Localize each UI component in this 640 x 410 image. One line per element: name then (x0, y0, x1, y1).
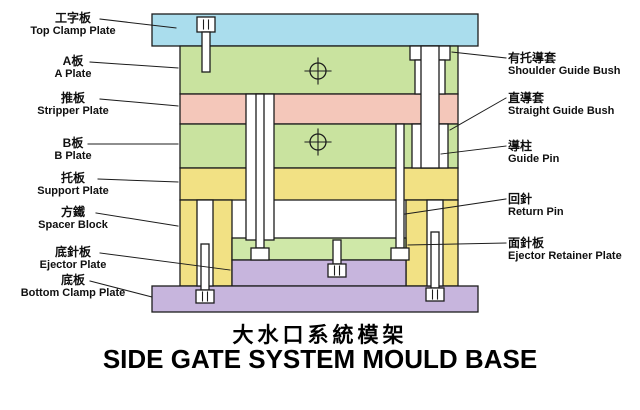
leader-return-pin (404, 198, 507, 215)
label-ejector-plate-zh: 底針板 (54, 245, 91, 259)
label-support-plate-zh: 托板 (60, 171, 85, 185)
label-spacer-block-en: Spacer Block (38, 219, 108, 232)
leader-lines (87, 18, 507, 298)
ejector-pin-shank (255, 93, 265, 249)
label-straight-guide-bush: 直導套 Straight Guide Bush (508, 91, 638, 118)
ejector-plate-shape (231, 259, 407, 287)
label-return-pin: 回針 Return Pin (508, 192, 638, 219)
label-shoulder-guide-bush-zh: 有托導套 (508, 51, 557, 65)
label-ejector-retainer-plate-zh: 面針板 (508, 236, 545, 250)
label-a-plate: A板 A Plate (6, 54, 140, 81)
screw-left-bottom-head (195, 289, 215, 304)
leader-straight-guide-bush (449, 97, 507, 131)
support-plate-shape (179, 167, 459, 201)
leader-spacer-block (95, 212, 179, 227)
label-b-plate: B板 B Plate (6, 136, 140, 163)
return-pin-shape (390, 123, 410, 261)
leader-ejector-plate (99, 252, 231, 271)
label-ejector-plate: 底針板 Ejector Plate (6, 245, 140, 272)
label-bottom-clamp-plate-en: Bottom Clamp Plate (20, 287, 126, 300)
cap-screw-top (196, 16, 216, 73)
label-top-clamp-plate: 工字板 Top Clamp Plate (6, 11, 140, 38)
label-spacer-block-zh: 方鐵 (60, 205, 85, 219)
label-ejector-retainer-plate: 面針板 Ejector Retainer Plate (508, 236, 638, 263)
leader-bottom-clamp-plate (89, 280, 153, 298)
page-title-chinese: 大水口系統模架 (232, 324, 408, 347)
leader-stripper-plate (99, 98, 179, 107)
screw-right-bottom (425, 231, 445, 302)
stripper-plate-shape (179, 93, 459, 125)
label-return-pin-en: Return Pin (508, 206, 564, 219)
label-ejector-retainer-plate-en: Ejector Retainer Plate (508, 250, 622, 263)
label-bottom-clamp-plate-zh: 底板 (60, 273, 85, 287)
label-shoulder-guide-bush-en: Shoulder Guide Bush (508, 65, 621, 78)
page-title-english: SIDE GATE SYSTEM MOULD BASE (102, 344, 538, 374)
center-mark-top (304, 57, 332, 85)
leader-guide-pin (440, 145, 507, 155)
retainer-screw-head (327, 263, 347, 278)
retainer-screw (327, 239, 347, 278)
return-pin-head (390, 247, 410, 261)
label-guide-pin: 導柱 Guide Pin (508, 139, 638, 166)
label-straight-guide-bush-zh: 直導套 (508, 91, 545, 105)
label-shoulder-guide-bush: 有托導套 Shoulder Guide Bush (508, 51, 638, 78)
leader-top-clamp-plate (99, 18, 177, 29)
label-top-clamp-plate-zh: 工字板 (54, 11, 91, 25)
label-a-plate-en: A Plate (54, 68, 92, 81)
label-support-plate: 托板 Support Plate (6, 171, 140, 198)
label-bottom-clamp-plate: 底板 Bottom Clamp Plate (6, 273, 140, 300)
label-stripper-plate-en: Stripper Plate (37, 105, 109, 118)
label-straight-guide-bush-en: Straight Guide Bush (508, 105, 615, 118)
ejector-pin-head (250, 247, 270, 261)
label-top-clamp-plate-en: Top Clamp Plate (30, 25, 116, 38)
label-guide-pin-en: Guide Pin (508, 153, 560, 166)
leader-shoulder-guide-bush (451, 51, 507, 59)
label-ejector-plate-en: Ejector Plate (39, 259, 107, 272)
guide-pin-shape (420, 45, 440, 169)
leader-support-plate (97, 178, 179, 183)
screw-right-bottom-head (425, 287, 445, 302)
label-b-plate-en: B Plate (54, 150, 92, 163)
center-mark-mid (304, 128, 332, 156)
cap-screw-top-shank (201, 31, 211, 73)
label-return-pin-zh: 回針 (508, 192, 533, 206)
label-b-plate-zh: B板 (62, 136, 84, 150)
return-pin-shank (395, 123, 405, 249)
ejector-pin-shape (250, 93, 270, 261)
leader-a-plate (89, 61, 179, 69)
label-spacer-block: 方鐵 Spacer Block (6, 205, 140, 232)
retainer-screw-shank (332, 239, 342, 265)
leader-ejector-retainer-plate (407, 242, 507, 246)
label-stripper-plate: 推板 Stripper Plate (6, 91, 140, 118)
label-support-plate-en: Support Plate (37, 185, 109, 198)
screw-right-bottom-shank (430, 231, 440, 289)
label-stripper-plate-zh: 推板 (60, 91, 85, 105)
cap-screw-top-head (196, 16, 216, 33)
label-guide-pin-zh: 導柱 (508, 139, 533, 153)
label-a-plate-zh: A板 (62, 54, 84, 68)
